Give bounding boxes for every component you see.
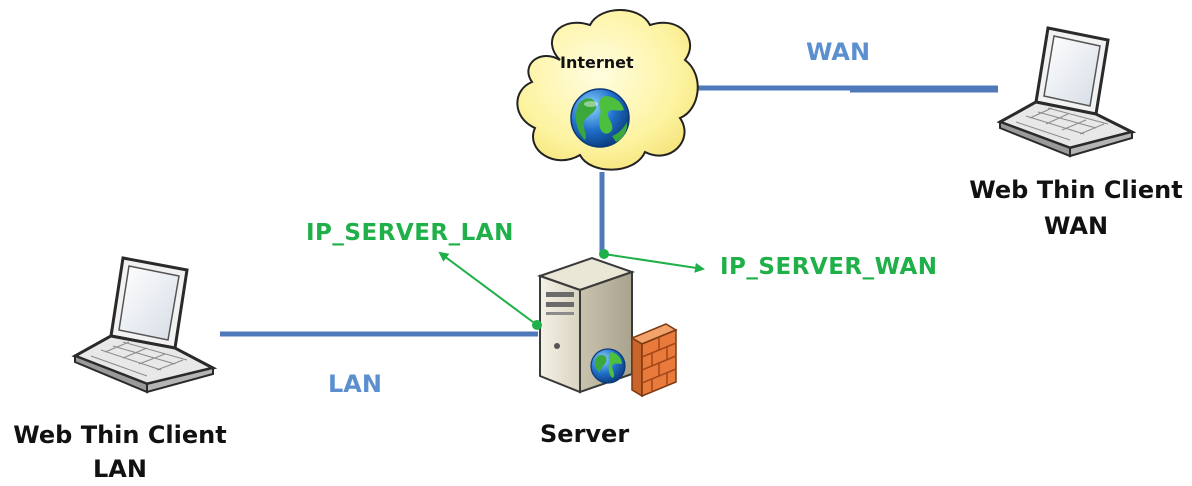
client-wan-label-line2: WAN <box>1043 212 1109 240</box>
client-lan-label-line1: Web Thin Client <box>13 421 227 449</box>
globe-icon <box>570 88 630 148</box>
ip-server-lan-label: IP_SERVER_LAN <box>306 220 514 246</box>
client-wan-label-line1: Web Thin Client <box>969 176 1183 204</box>
ip-server-wan-arrow <box>603 253 705 273</box>
laptop-icon-wan <box>996 26 1137 158</box>
server-globe-icon <box>590 348 626 384</box>
firewall-icon <box>630 323 678 398</box>
laptop-icon-lan <box>71 256 218 394</box>
internet-label: Internet <box>560 53 634 72</box>
client-lan-label-line2: LAN <box>93 455 147 483</box>
wan-label: WAN <box>806 38 871 66</box>
ip-server-wan-label: IP_SERVER_WAN <box>720 254 938 280</box>
client-wan-label: Web Thin Client WAN <box>966 172 1186 244</box>
ip-server-wan-point <box>599 249 609 259</box>
server-label: Server <box>540 420 630 448</box>
client-lan-label: Web Thin Client LAN <box>10 418 230 486</box>
ip-server-lan-point <box>532 320 542 330</box>
lan-label: LAN <box>328 370 382 398</box>
ip-server-lan-arrow <box>438 251 538 326</box>
